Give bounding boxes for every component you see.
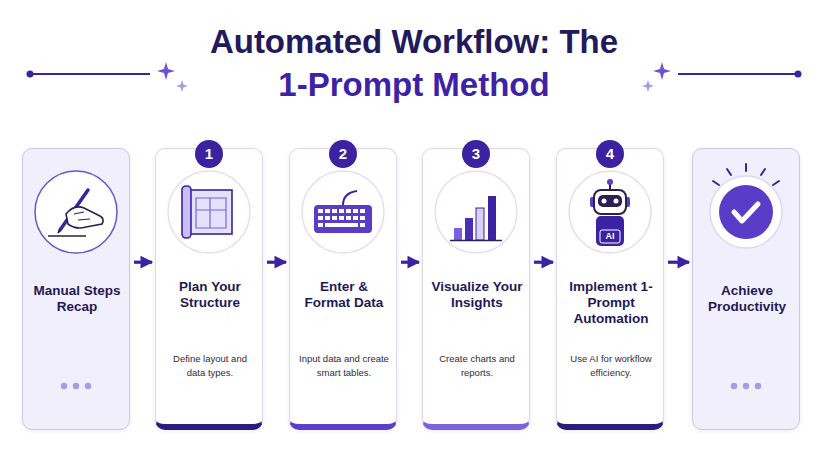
robot-icon <box>569 171 651 253</box>
step-number: 4 <box>596 140 624 168</box>
robot-label: AI <box>600 231 620 242</box>
flow-arrow <box>668 261 689 264</box>
card-heading: Enter & Format Data <box>297 279 391 311</box>
card-heading: Implement 1-Prompt Automation <box>564 279 658 327</box>
step-number: 3 <box>462 140 490 168</box>
step-number: 1 <box>195 140 223 168</box>
keyboard-icon <box>302 171 384 253</box>
card-description: Use AI for workflow efficiency. <box>565 352 657 380</box>
hand-writing-icon <box>35 171 117 253</box>
flow-arrow <box>134 261 152 264</box>
card-heading: Manual Steps Recap <box>30 283 124 315</box>
card-heading: Achieve Productivity <box>700 283 794 315</box>
card-heading: Plan Your Structure <box>163 279 257 311</box>
card-description: Define layout and data types. <box>164 352 256 380</box>
bar-chart-icon <box>435 171 517 253</box>
diagram-title: Automated Workflow: The 1-Prompt Method <box>209 20 619 106</box>
blueprint-icon <box>168 171 250 253</box>
card-heading: Visualize Your Insights <box>430 279 524 311</box>
card-description: Create charts and reports. <box>431 352 523 380</box>
card-description: Input data and create smart tables. <box>298 352 390 380</box>
flow-arrow <box>401 261 419 264</box>
step-number: 2 <box>329 140 357 168</box>
flow-arrow <box>267 261 286 264</box>
flow-arrow <box>534 261 553 264</box>
